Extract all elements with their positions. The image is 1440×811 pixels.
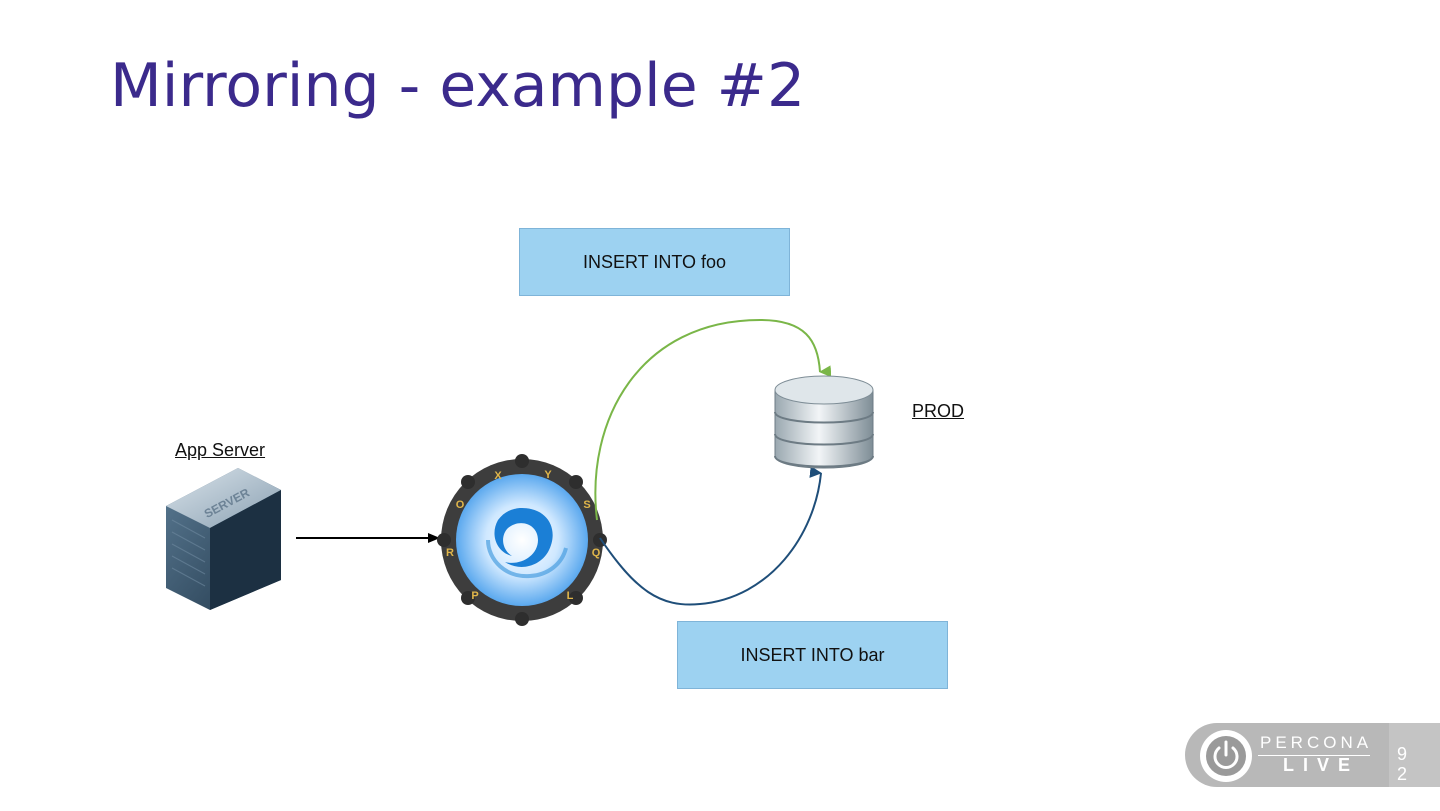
page-number: 92 bbox=[1397, 744, 1408, 784]
app-server-label: App Server bbox=[175, 440, 266, 460]
query-bar-text: INSERT INTO bar bbox=[740, 644, 885, 665]
proxy-ring-letter: S bbox=[583, 499, 590, 511]
server-icon: SERVER bbox=[166, 468, 281, 610]
proxysql-icon: P R O X Y S Q L bbox=[437, 454, 607, 626]
arrow-proxy-to-prod-foo bbox=[594, 318, 832, 521]
page-number-strip bbox=[1389, 723, 1440, 787]
proxy-ring-letter: R bbox=[446, 547, 454, 559]
proxy-ring-letter: L bbox=[567, 590, 574, 602]
proxy-ring-letter: Y bbox=[544, 469, 552, 481]
proxy-ring-letter: Q bbox=[592, 547, 601, 559]
logo-divider bbox=[1258, 755, 1370, 756]
proxy-ring-letter: P bbox=[471, 590, 478, 602]
prod-label: PROD bbox=[912, 401, 965, 421]
proxy-ring-letter: O bbox=[456, 499, 465, 511]
arrow-proxy-to-prod-bar bbox=[599, 465, 822, 606]
power-icon bbox=[1200, 730, 1252, 782]
query-box-foo: INSERT INTO foo bbox=[519, 228, 790, 296]
query-box-bar: INSERT INTO bar bbox=[677, 621, 948, 689]
logo-text-live: LIVE bbox=[1283, 755, 1360, 775]
logo-text-percona: PERCONA bbox=[1260, 733, 1373, 752]
slide-title: Mirroring - example #2 bbox=[110, 51, 806, 121]
database-icon bbox=[774, 375, 874, 469]
query-foo-text: INSERT INTO foo bbox=[582, 251, 727, 272]
proxy-ring-letter: X bbox=[494, 470, 502, 482]
